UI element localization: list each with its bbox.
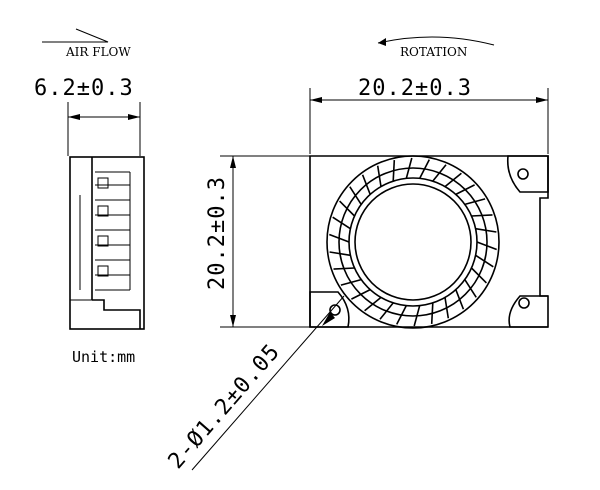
impeller-blade (418, 159, 431, 179)
height-dimension: 20.2±0.3 (205, 176, 230, 290)
impeller-blade (455, 184, 475, 196)
hole-dimension: 2-Ø1.2±0.05 (164, 339, 286, 474)
impeller-blade (332, 216, 351, 230)
side-view: 6.2±0.3 Unit:mm (34, 76, 145, 366)
impeller-blade (464, 279, 477, 298)
impeller-blade (329, 251, 351, 257)
impeller-blade (444, 172, 462, 188)
impeller-blade (339, 200, 356, 217)
impeller-blade (405, 157, 413, 179)
impeller-blade (432, 164, 447, 182)
impeller-blade (476, 241, 497, 251)
impeller-blade (395, 305, 408, 325)
impeller-blade (333, 267, 355, 270)
impeller-blade (413, 305, 421, 327)
impeller-blade (392, 160, 396, 182)
impeller-blades (329, 157, 497, 327)
impeller-blade (471, 214, 493, 217)
air-flow-label: AIR FLOW (65, 45, 131, 59)
impeller-blade (464, 198, 486, 206)
impeller-blade (430, 302, 434, 324)
front-view: 20.2±0.3 20.2±0.3 2-Ø1.2±0.05 (164, 76, 549, 474)
impeller-blade (364, 296, 382, 312)
impeller-blade (444, 297, 450, 319)
impeller-blade (340, 278, 362, 286)
impeller-blade (329, 233, 350, 243)
impeller-blade (349, 186, 362, 205)
unit-label: Unit:mm (72, 348, 135, 366)
impeller-blade (475, 227, 497, 233)
air-flow-indicator: AIR FLOW (42, 28, 131, 59)
impeller-blade (470, 267, 487, 284)
width-dimension: 20.2±0.3 (358, 76, 472, 101)
impeller-blade (379, 302, 394, 320)
thickness-dimension: 6.2±0.3 (34, 76, 134, 101)
impeller-blade (361, 174, 371, 195)
rotation-label: ROTATION (400, 45, 467, 59)
impeller-blade (475, 254, 494, 268)
impeller-blade (376, 165, 382, 187)
impeller-blade (351, 288, 371, 300)
impeller-blade (455, 289, 465, 310)
rotation-indicator: ROTATION (377, 36, 495, 59)
